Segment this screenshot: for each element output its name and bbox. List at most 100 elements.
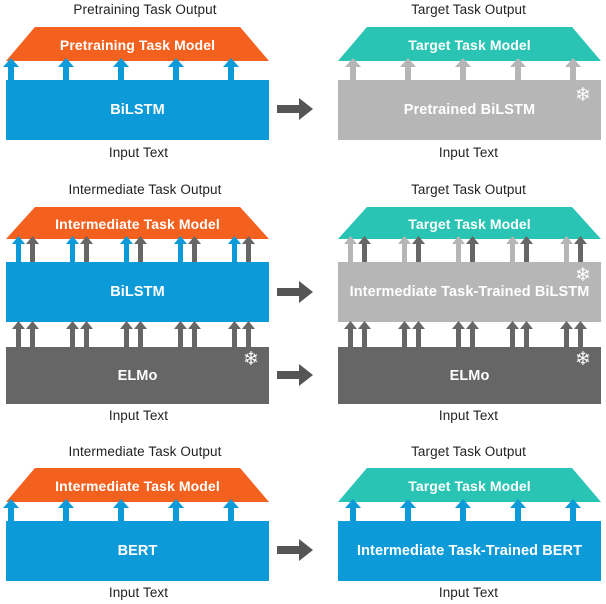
up-arrow-gray bbox=[400, 58, 416, 84]
up-arrow-gray bbox=[174, 321, 187, 348]
up-arrow-blue bbox=[66, 236, 79, 263]
up-arrow-dark-gray bbox=[466, 236, 479, 263]
up-arrow-gray bbox=[26, 321, 39, 348]
up-arrow-gray bbox=[344, 321, 357, 348]
up-arrow-gray bbox=[242, 321, 255, 348]
up-arrow-blue bbox=[120, 236, 133, 263]
encoder-pretrained-bilstm[interactable]: Pretrained BiLSTM bbox=[338, 80, 601, 140]
head-label: Intermediate Task Model bbox=[55, 216, 220, 232]
up-arrow-gray bbox=[466, 321, 479, 348]
input-caption: Input Text bbox=[108, 585, 169, 600]
up-arrow-gray bbox=[228, 321, 241, 348]
encoder-bert[interactable]: BERT bbox=[6, 521, 269, 581]
up-arrow-gray bbox=[188, 321, 201, 348]
up-arrow-blue bbox=[3, 499, 19, 525]
output-caption: Target Task Output bbox=[411, 444, 526, 459]
up-arrow-dark-gray bbox=[574, 236, 587, 263]
up-arrow-blue bbox=[510, 499, 526, 525]
up-arrow-gray bbox=[80, 236, 93, 263]
input-caption: Input Text bbox=[438, 145, 499, 160]
up-arrow-blue bbox=[455, 499, 471, 525]
head-label: Target Task Model bbox=[408, 216, 531, 232]
encoder-label: BERT bbox=[117, 543, 158, 559]
up-arrow-gray bbox=[345, 58, 361, 84]
up-arrow-blue bbox=[113, 58, 129, 84]
up-arrow-gray bbox=[242, 236, 255, 263]
up-arrow-gray bbox=[520, 321, 533, 348]
encoder-elmo[interactable]: ELMo bbox=[338, 347, 601, 404]
transfer-arrow-right-icon bbox=[277, 279, 313, 305]
up-arrow-gray bbox=[510, 58, 526, 84]
head-target-task-model[interactable]: Target Task Model bbox=[338, 468, 601, 502]
up-arrow-gray bbox=[506, 236, 519, 263]
encoder-label: ELMo bbox=[117, 367, 158, 384]
input-caption: Input Text bbox=[438, 585, 499, 600]
head-pretraining-task-model[interactable]: Pretraining Task Model bbox=[6, 27, 269, 61]
up-arrow-gray bbox=[26, 236, 39, 263]
up-arrow-blue bbox=[400, 499, 416, 525]
up-arrow-gray bbox=[398, 321, 411, 348]
up-arrow-gray bbox=[188, 236, 201, 263]
head-target-task-model[interactable]: Target Task Model bbox=[338, 207, 601, 239]
encoder-label: BiLSTM bbox=[110, 102, 165, 118]
up-arrow-dark-gray bbox=[520, 236, 533, 263]
snowflake-icon: ❄ bbox=[243, 349, 259, 370]
input-caption: Input Text bbox=[108, 408, 169, 423]
transfer-arrow-right-icon bbox=[277, 96, 313, 122]
encoder-bilstm[interactable]: BiLSTM bbox=[6, 80, 269, 140]
up-arrow-blue bbox=[228, 236, 241, 263]
input-caption: Input Text bbox=[108, 145, 169, 160]
head-target-task-model[interactable]: Target Task Model bbox=[338, 27, 601, 61]
output-caption: Target Task Output bbox=[411, 182, 526, 197]
transfer-arrow-right-icon bbox=[277, 537, 313, 563]
snowflake-icon: ❄ bbox=[575, 85, 591, 106]
output-caption: Pretraining Task Output bbox=[73, 2, 217, 17]
up-arrow-gray bbox=[560, 236, 573, 263]
up-arrow-gray bbox=[565, 58, 581, 84]
up-arrow-dark-gray bbox=[358, 236, 371, 263]
encoder-label: Pretrained BiLSTM bbox=[403, 102, 536, 118]
up-arrow-blue bbox=[174, 236, 187, 263]
up-arrow-blue bbox=[223, 499, 239, 525]
encoder-label: ELMo bbox=[449, 367, 490, 384]
up-arrow-blue bbox=[12, 236, 25, 263]
encoder-label: Intermediate Task-Trained BiLSTM bbox=[349, 284, 590, 300]
up-arrow-gray bbox=[12, 321, 25, 348]
encoder-intermediate-task-trained-bilstm[interactable]: Intermediate Task-Trained BiLSTM bbox=[338, 262, 601, 322]
up-arrow-blue bbox=[223, 58, 239, 84]
output-caption: Intermediate Task Output bbox=[68, 182, 222, 197]
up-arrow-gray bbox=[358, 321, 371, 348]
encoder-intermediate-task-trained-bert[interactable]: Intermediate Task-Trained BERT bbox=[338, 521, 601, 581]
encoder-label: Intermediate Task-Trained BERT bbox=[356, 543, 583, 559]
up-arrow-blue bbox=[168, 58, 184, 84]
head-label: Target Task Model bbox=[408, 37, 531, 53]
up-arrow-gray bbox=[120, 321, 133, 348]
up-arrow-gray bbox=[560, 321, 573, 348]
head-intermediate-task-model[interactable]: Intermediate Task Model bbox=[6, 207, 269, 239]
up-arrow-gray bbox=[134, 236, 147, 263]
up-arrow-gray bbox=[80, 321, 93, 348]
up-arrow-gray bbox=[66, 321, 79, 348]
up-arrow-blue bbox=[565, 499, 581, 525]
input-caption: Input Text bbox=[438, 408, 499, 423]
up-arrow-dark-gray bbox=[412, 236, 425, 263]
snowflake-icon: ❄ bbox=[575, 349, 591, 370]
encoder-elmo[interactable]: ELMo bbox=[6, 347, 269, 404]
up-arrow-gray bbox=[344, 236, 357, 263]
up-arrow-gray bbox=[134, 321, 147, 348]
head-intermediate-task-model[interactable]: Intermediate Task Model bbox=[6, 468, 269, 502]
output-caption: Intermediate Task Output bbox=[68, 444, 222, 459]
encoder-bilstm[interactable]: BiLSTM bbox=[6, 262, 269, 322]
up-arrow-blue bbox=[168, 499, 184, 525]
up-arrow-gray bbox=[412, 321, 425, 348]
up-arrow-blue bbox=[58, 499, 74, 525]
output-caption: Target Task Output bbox=[411, 2, 526, 17]
encoder-label: BiLSTM bbox=[110, 284, 165, 300]
up-arrow-gray bbox=[452, 236, 465, 263]
up-arrow-gray bbox=[452, 321, 465, 348]
up-arrow-gray bbox=[574, 321, 587, 348]
up-arrow-gray bbox=[398, 236, 411, 263]
up-arrow-blue bbox=[113, 499, 129, 525]
up-arrow-gray bbox=[455, 58, 471, 84]
